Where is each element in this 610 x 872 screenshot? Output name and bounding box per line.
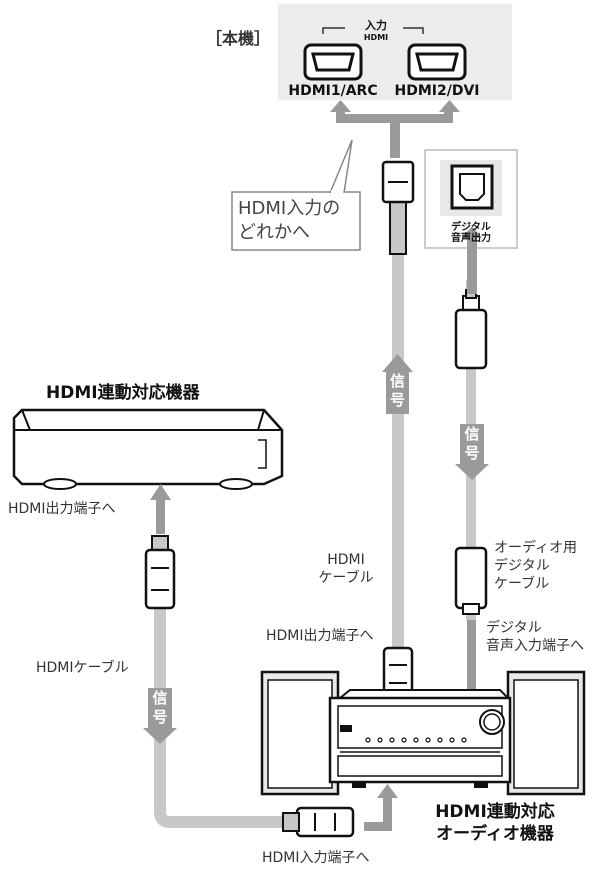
signal-char-left-2: 号 [152, 708, 168, 726]
arrow-up-audio [364, 784, 398, 831]
middle-output-label: HDMI出力端子へ [266, 628, 374, 644]
signal-char-middle-1: 信 [389, 372, 405, 390]
audio-system [260, 670, 586, 796]
port-label-hdmi1: HDMI1/ARC [288, 83, 378, 99]
arrow-up-left [150, 484, 171, 534]
optical-input-label-1: デジタル [486, 620, 542, 636]
audio-device-title-2: オーディオ機器 [436, 824, 554, 844]
optical-cable-label-1: オーディオ用 [494, 540, 578, 556]
input-group-label: 入力 [365, 19, 387, 32]
middle-hdmi-cable [381, 160, 415, 715]
signal-char-optical-1: 信 [464, 425, 480, 443]
port-label-hdmi2: HDMI2/DVI [394, 83, 480, 99]
callout-line-1: HDMI入力の [238, 198, 341, 219]
callout-line-2: どれかへ [238, 222, 310, 243]
optical-port-label-1: デジタル [451, 222, 491, 233]
audio-device-title-1: HDMI連動対応 [435, 802, 555, 822]
optical-input-label-2: 音声入力端子へ [486, 638, 584, 654]
optical-port-label-2: 音声出力 [451, 233, 491, 244]
optical-cable-label-3: ケーブル [494, 576, 550, 592]
source-device-box [12, 408, 284, 490]
main-unit-label: ［本機］ [206, 29, 271, 48]
signal-arrow-down-left [143, 688, 177, 744]
optical-cable-label-2: デジタル [494, 558, 550, 574]
source-output-label: HDMI出力端子へ [8, 501, 116, 517]
callout-box [231, 139, 361, 251]
signal-arrow-up-middle [382, 354, 413, 414]
signal-char-left-1: 信 [152, 689, 168, 707]
port-fork-arrows [330, 100, 460, 158]
signal-arrow-down-optical [455, 424, 489, 480]
source-cable-label: HDMIケーブル [36, 660, 129, 676]
hdmi-port-1 [303, 43, 363, 81]
middle-cable-label-2: ケーブル [318, 570, 374, 586]
hdmi-port-2 [407, 43, 467, 81]
source-device-title: HDMI連動対応機器 [46, 383, 200, 403]
signal-char-middle-2: 号 [389, 391, 405, 409]
optical-arrow-up [462, 226, 482, 294]
input-group-sub: HDMI [363, 33, 389, 42]
signal-char-optical-2: 号 [464, 444, 480, 462]
middle-cable-label-1: HDMI [327, 552, 365, 568]
left-hdmi-cable [144, 535, 355, 838]
audio-input-label: HDMI入力端子へ [262, 850, 370, 866]
